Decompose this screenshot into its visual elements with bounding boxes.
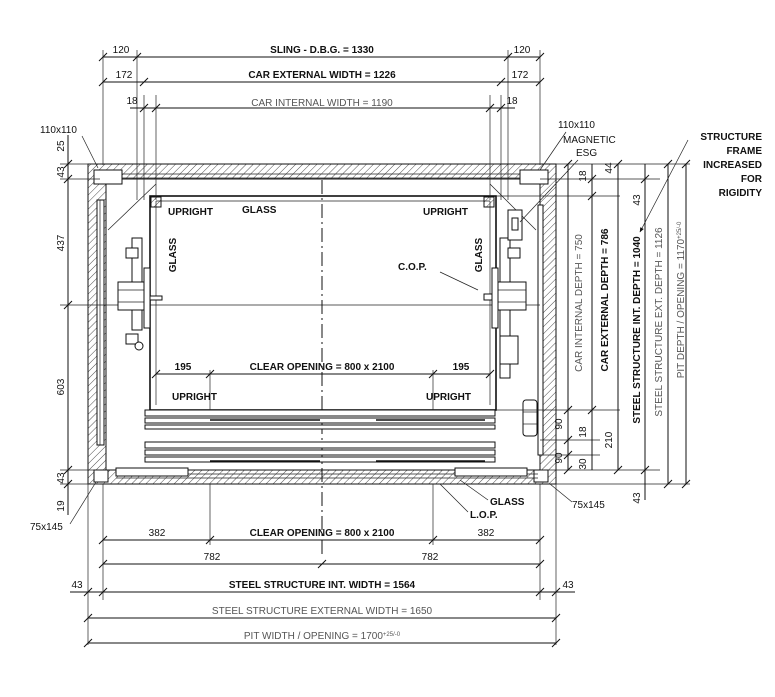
dim-car-ext-left: 172 xyxy=(116,70,133,81)
dim-r-43-bottom: 43 xyxy=(632,492,643,504)
structure-note: STRUCTURE FRAME INCREASED FOR RIGIDITY xyxy=(639,132,763,233)
dim-r-30: 30 xyxy=(578,458,589,470)
dim-r-90-a: 90 xyxy=(554,418,565,430)
label-corner-bl: 75x145 xyxy=(30,522,63,533)
dim-ss-int-left: 43 xyxy=(71,580,83,591)
bottom-dimensions xyxy=(70,484,575,648)
guide-rail-machinery xyxy=(117,209,538,437)
dim-car-int-width: CAR INTERNAL WIDTH = 1190 xyxy=(251,98,393,109)
label-esg: ESG xyxy=(576,148,597,159)
leader-corner-tr xyxy=(539,131,567,171)
dim-door-195-right: 195 xyxy=(453,362,470,373)
dim-pit-width: PIT WIDTH / OPENING = 1700+25/-0 xyxy=(244,631,401,642)
svg-text:FRAME: FRAME xyxy=(726,146,762,157)
label-corner-tr: 110x110 xyxy=(558,120,595,131)
left-dimensions xyxy=(60,135,100,515)
label-cop: C.O.P. xyxy=(398,262,427,273)
label-upright-tl: UPRIGHT xyxy=(168,207,213,218)
leader-lop xyxy=(439,483,469,513)
dim-top-25: 25 xyxy=(56,140,67,152)
car-door-panels xyxy=(115,409,528,477)
leader-cop xyxy=(439,271,479,291)
dim-sling-left: 120 xyxy=(113,45,130,56)
dim-pit-depth: PIT DEPTH / OPENING = 1170+25/-0 xyxy=(676,221,687,378)
dim-car-ext-right: 172 xyxy=(512,70,529,81)
label-glass-left: GLASS xyxy=(168,237,179,272)
dim-r-44: 44 xyxy=(604,162,615,174)
leader-glass-bottom xyxy=(459,479,489,501)
inner-opening-dimension xyxy=(151,369,495,410)
dim-half-782-right: 782 xyxy=(422,552,439,563)
dim-clear-opening-outer: CLEAR OPENING = 800 x 2100 xyxy=(250,528,395,539)
glass-panels xyxy=(96,173,544,479)
dim-r-18-b: 18 xyxy=(578,426,589,438)
dim-half-782-left: 782 xyxy=(204,552,221,563)
label-glass-right: GLASS xyxy=(474,237,485,272)
dim-r-90-b: 90 xyxy=(554,452,565,464)
dim-car-int-right: 18 xyxy=(506,96,518,107)
label-corner-br: 75x145 xyxy=(572,500,605,511)
dim-sling: SLING - D.B.G. = 1330 xyxy=(270,45,374,56)
dim-ss-ext-width: STEEL STRUCTURE EXTERNAL WIDTH = 1650 xyxy=(212,606,433,617)
label-glass-bottom: GLASS xyxy=(490,497,525,508)
dim-ss-int-depth: STEEL STRUCTURE INT. DEPTH = 1040 xyxy=(632,236,643,424)
dim-bottom-382-left: 382 xyxy=(149,528,166,539)
svg-text:STRUCTURE: STRUCTURE xyxy=(700,132,762,143)
dim-r-18: 18 xyxy=(578,170,589,182)
leader-corner-br xyxy=(549,483,573,503)
dim-bottom-382-right: 382 xyxy=(478,528,495,539)
dim-clear-opening-inner: CLEAR OPENING = 800 x 2100 xyxy=(250,362,395,373)
leader-corner-bl xyxy=(69,481,97,525)
svg-text:INCREASED: INCREASED xyxy=(703,160,762,171)
dim-ss-int-right: 43 xyxy=(562,580,574,591)
dim-car-int-depth: CAR INTERNAL DEPTH = 750 xyxy=(574,234,585,372)
dim-bottom-19: 19 xyxy=(56,500,67,512)
dim-r-210: 210 xyxy=(604,431,615,448)
top-dimensions xyxy=(98,50,545,200)
label-magnetic: MAGNETIC xyxy=(563,135,616,146)
dim-top-43: 43 xyxy=(56,166,67,178)
right-dimensions xyxy=(496,159,691,500)
dim-car-int-left: 18 xyxy=(126,96,138,107)
label-corner-tl: 110x110 xyxy=(40,125,77,136)
dim-left-603: 603 xyxy=(56,378,67,395)
label-glass-top: GLASS xyxy=(242,205,277,216)
dim-ss-ext-depth: STEEL STRUCTURE EXT. DEPTH = 1126 xyxy=(654,227,665,417)
dim-sling-right: 120 xyxy=(514,45,531,56)
label-upright-br: UPRIGHT xyxy=(426,392,471,403)
dim-bottom-43: 43 xyxy=(56,472,67,484)
dim-car-ext-width: CAR EXTERNAL WIDTH = 1226 xyxy=(248,70,396,81)
dim-car-ext-depth: CAR EXTERNAL DEPTH = 786 xyxy=(600,228,611,371)
svg-text:RIGIDITY: RIGIDITY xyxy=(719,188,763,199)
leader-corner-tl xyxy=(81,135,99,169)
dim-left-437: 437 xyxy=(56,234,67,251)
label-lop: L.O.P. xyxy=(470,510,498,521)
steel-structure xyxy=(87,163,557,485)
dim-ss-int-width: STEEL STRUCTURE INT. WIDTH = 1564 xyxy=(229,580,416,591)
dim-r-43-top: 43 xyxy=(632,194,643,206)
label-upright-bl: UPRIGHT xyxy=(172,392,217,403)
svg-text:FOR: FOR xyxy=(741,174,763,185)
label-upright-tr: UPRIGHT xyxy=(423,207,468,218)
dim-door-195-left: 195 xyxy=(175,362,192,373)
